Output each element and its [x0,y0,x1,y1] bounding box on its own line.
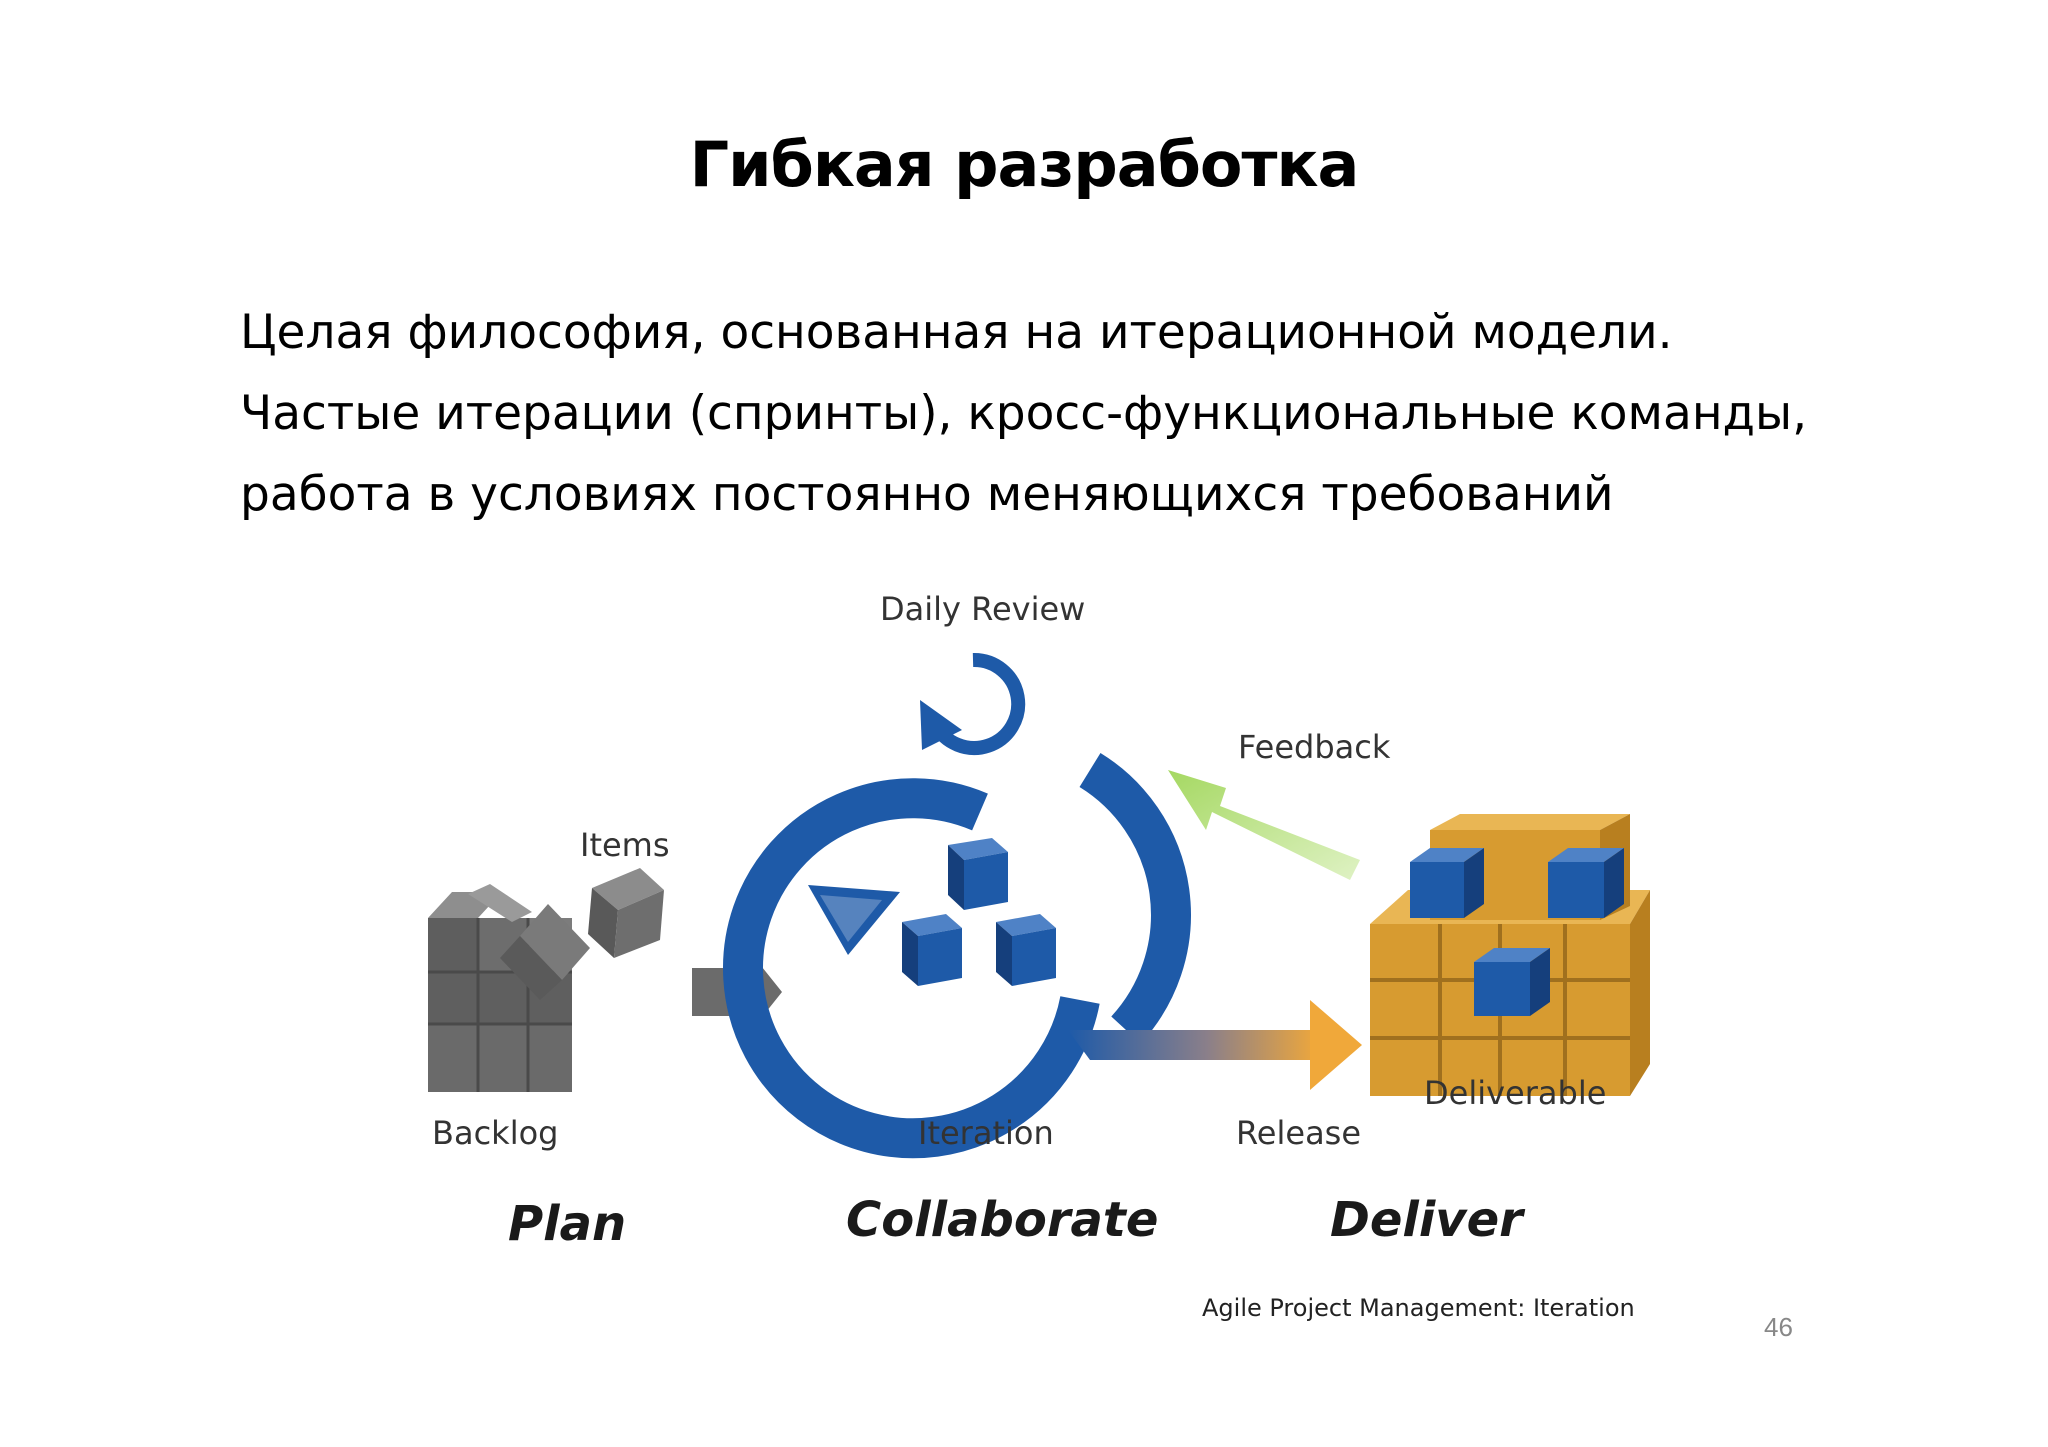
phase-plan: Plan [508,1196,626,1252]
slide-body: Целая философия, основанная на итерацион… [240,292,1940,535]
feedback-arrow [1168,770,1360,880]
label-daily-review: Daily Review [880,590,1085,628]
label-iteration: Iteration [918,1114,1054,1152]
label-release: Release [1236,1114,1361,1152]
release-arrow [1068,1000,1362,1090]
body-line-2: Частые итерации (спринты), кросс-функцио… [240,386,1808,441]
body-line-3: работа в условиях постоянно меняющихся т… [240,467,1614,522]
label-items: Items [580,826,670,864]
label-feedback: Feedback [1238,728,1391,766]
body-line-1: Целая философия, основанная на итерацион… [240,305,1673,360]
slide-title: Гибкая разработка [689,128,1360,201]
phase-collaborate: Collaborate [846,1192,1158,1248]
label-deliverable: Deliverable [1424,1074,1606,1112]
iteration-circle [723,752,1191,1159]
phase-deliver: Deliver [1330,1192,1526,1248]
label-backlog: Backlog [432,1114,558,1152]
diagram-source: Agile Project Management: Iteration [1202,1294,1635,1322]
daily-review-loop [920,652,1026,755]
iteration-cubes [902,838,1056,986]
page-number: 46 [1764,1312,1793,1342]
deliverable-cubes [1370,814,1650,1096]
backlog-cubes [428,868,664,1092]
